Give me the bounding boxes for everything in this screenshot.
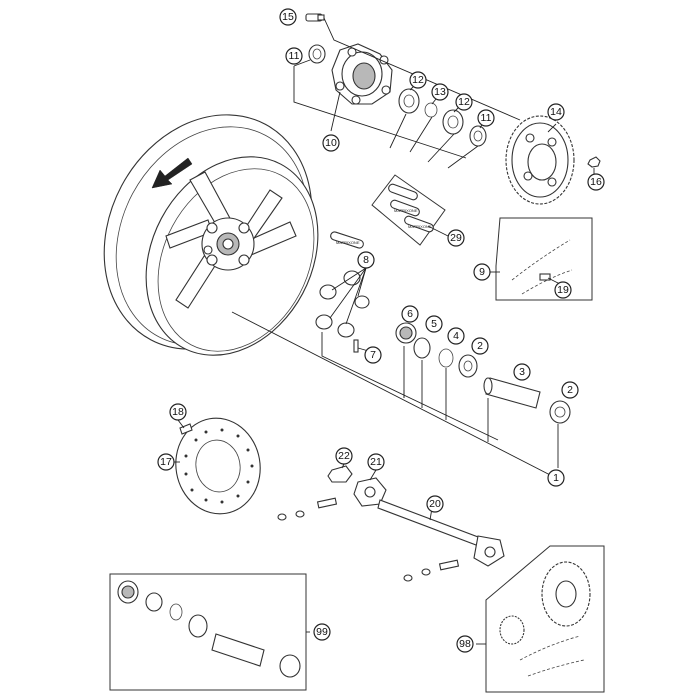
distance-bushing	[395, 322, 417, 344]
callout-12b: 12	[455, 93, 473, 111]
callout-19: 19	[554, 281, 572, 299]
rear-axle	[377, 499, 505, 567]
callout-11b: 11	[477, 109, 495, 127]
callout-15-label: 15	[282, 11, 294, 23]
callout-3: 3	[513, 363, 531, 381]
callout-8-label: 8	[363, 254, 369, 266]
callout-17-label: 17	[160, 456, 172, 468]
damper-rubber-single: MATRIXONE	[330, 231, 364, 249]
callout-21-label: 21	[370, 456, 382, 468]
axle-nut	[327, 465, 353, 483]
rear-wheel-rim	[103, 114, 319, 356]
callout-14: 14	[547, 103, 565, 121]
callout-13: 13	[431, 83, 449, 101]
callout-5: 5	[425, 315, 443, 333]
pad-label-2: MATRIXONE	[408, 224, 432, 229]
callout-3-label: 3	[519, 366, 525, 378]
callout-7: 7	[364, 346, 382, 364]
bearing-b	[442, 109, 464, 135]
callout-98-label: 98	[459, 638, 471, 650]
chain-box	[495, 217, 593, 301]
sprocket-nut	[587, 156, 601, 168]
callout-6-label: 6	[407, 308, 413, 320]
callout-11b-label: 11	[481, 112, 492, 124]
pad-label-1: MATRIXONE	[394, 208, 418, 213]
callout-12a-label: 12	[412, 74, 424, 86]
rotation-arrow-icon	[151, 157, 193, 189]
callout-21: 21	[367, 453, 385, 471]
callout-15: 15	[279, 8, 297, 26]
callout-29-label: 29	[450, 232, 462, 244]
callout-16-label: 16	[590, 176, 602, 188]
disc-screw	[179, 423, 193, 435]
adjuster-screws	[277, 497, 460, 582]
sprocket-carrier	[331, 43, 393, 105]
callout-16: 16	[587, 173, 605, 191]
callout-18: 18	[169, 403, 187, 421]
callout-99: 99	[313, 623, 331, 641]
bearing-axle-left	[458, 354, 478, 378]
callout-2b-label: 2	[567, 384, 573, 396]
circlip	[424, 102, 438, 118]
callout-12b-label: 12	[458, 96, 470, 108]
circlip-axle	[438, 348, 454, 368]
callout-12a: 12	[409, 71, 427, 89]
box-99	[109, 573, 307, 691]
seal-ring-axle	[413, 337, 431, 359]
callout-18-label: 18	[172, 406, 184, 418]
callout-17: 17	[157, 453, 175, 471]
box-98	[485, 545, 605, 693]
callout-9-label: 9	[479, 266, 485, 278]
pad-label-3: MATRIXONE	[336, 240, 360, 245]
callout-1: 1	[547, 469, 565, 487]
callout-20: 20	[426, 495, 444, 513]
seal-ring-right	[469, 125, 487, 147]
callout-10: 10	[322, 134, 340, 152]
callout-29: 29	[447, 229, 465, 247]
rear-sprocket	[505, 115, 575, 205]
callout-5-label: 5	[431, 318, 437, 330]
callout-7-label: 7	[370, 349, 376, 361]
callout-9: 9	[473, 263, 491, 281]
damper-rubber-set-box: MATRIXONE MATRIXONE	[371, 174, 446, 246]
callout-22-label: 22	[338, 450, 350, 462]
callout-2a-label: 2	[477, 340, 483, 352]
callout-2a: 2	[471, 337, 489, 355]
bearing-axle-right	[549, 400, 571, 424]
callout-22: 22	[335, 447, 353, 465]
callout-8: 8	[357, 251, 375, 269]
callout-1-label: 1	[553, 472, 559, 484]
callout-6: 6	[401, 305, 419, 323]
brake-disc	[175, 417, 261, 515]
callout-98: 98	[456, 635, 474, 653]
callout-4-label: 4	[453, 330, 459, 342]
carrier-bolt	[305, 13, 325, 22]
seal-ring-left	[308, 44, 326, 64]
callout-20-label: 20	[429, 498, 441, 510]
callout-11a: 11	[285, 47, 303, 65]
callout-19-label: 19	[557, 284, 569, 296]
callout-14-label: 14	[550, 106, 562, 118]
inner-spacer-tube	[483, 377, 541, 409]
callout-4: 4	[447, 327, 465, 345]
bearing-a	[398, 88, 420, 114]
callout-2b: 2	[561, 381, 579, 399]
callout-10-label: 10	[325, 137, 337, 149]
callout-11a-label: 11	[289, 50, 300, 62]
callout-13-label: 13	[434, 86, 446, 98]
chain-adjuster	[353, 477, 387, 507]
valve-stem	[353, 339, 359, 353]
callout-99-label: 99	[316, 626, 328, 638]
